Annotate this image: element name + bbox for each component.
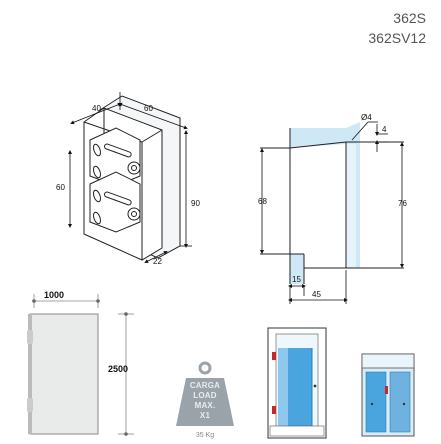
- section-dim-diameter: Ø4: [361, 113, 372, 122]
- hinge-dim-depth: 22: [153, 257, 162, 266]
- weight-icon: [176, 361, 234, 426]
- hinge-dim-top-left: 40: [92, 104, 101, 113]
- section-view-drawing: [260, 122, 404, 284]
- product-codes: 362S 362SV12: [306, 8, 426, 48]
- load-weight-label: 35 Kg: [196, 432, 214, 439]
- load-label-4: X1: [200, 411, 211, 420]
- section-dim-width: 45: [312, 290, 321, 299]
- door-width-label: 1000: [44, 290, 64, 300]
- glass-cabinet-illustration: [361, 353, 415, 437]
- product-code-secondary: 362SV12: [368, 30, 426, 46]
- section-dim-offset: 4: [382, 125, 387, 134]
- section-dim-left-height: 68: [258, 197, 267, 206]
- section-dim-right-height: 76: [398, 199, 407, 208]
- hinge-dim-top-right: 60: [144, 104, 153, 113]
- door-spec-drawing: [27, 294, 134, 436]
- product-code-primary: 362S: [393, 10, 426, 26]
- hinge-dim-height: 90: [191, 199, 200, 208]
- section-dim-gap: 15: [292, 275, 301, 284]
- load-label-3: MAX.: [195, 401, 216, 410]
- door-height-label: 2500: [108, 364, 128, 374]
- load-label-2: LOAD: [193, 391, 216, 400]
- hinge-dimension-lines: [68, 92, 192, 263]
- hinge-dim-left-height: 60: [56, 183, 65, 192]
- shower-enclosure-illustration: [267, 327, 327, 439]
- load-label-1: CARGA: [190, 381, 220, 390]
- section-dimension-lines: [260, 121, 404, 304]
- hinge-isometric-drawing: [83, 95, 181, 261]
